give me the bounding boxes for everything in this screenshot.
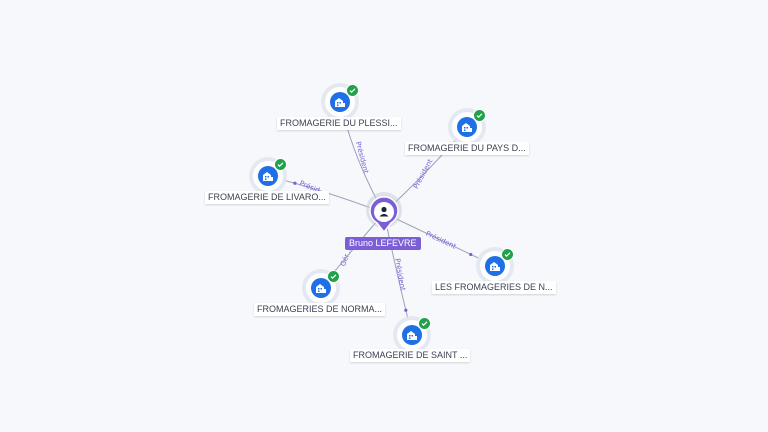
building-icon [258, 166, 278, 186]
edge-arrow-nles [469, 252, 473, 257]
company-node-livarot[interactable] [253, 158, 287, 191]
company-label-norma[interactable]: FROMAGERIES DE NORMA... [254, 303, 386, 316]
company-node-plessis[interactable] [325, 84, 359, 117]
company-label-pays[interactable]: FROMAGERIE DU PAYS D... [405, 142, 529, 155]
verified-check-icon [418, 317, 431, 330]
building-icon [485, 256, 505, 276]
edge-arrow-saint [404, 308, 408, 312]
edge-arrow-livarot [293, 181, 297, 185]
building-icon [311, 278, 331, 298]
edge-label-nles: Président [424, 230, 457, 251]
edge-label-pays: Président [412, 158, 435, 191]
company-node-pays[interactable] [452, 109, 486, 142]
company-label-saint[interactable]: FROMAGERIE DE SAINT ... [350, 349, 471, 362]
verified-check-icon [274, 158, 287, 171]
verified-check-icon [473, 109, 486, 122]
person-node[interactable] [368, 196, 400, 234]
verified-check-icon [346, 84, 359, 97]
edge-label-norma: Gér... [339, 247, 353, 267]
company-node-norma[interactable] [306, 270, 340, 303]
company-label-livarot[interactable]: FROMAGERIE DE LIVARO... [205, 191, 329, 204]
person-icon [379, 206, 389, 217]
company-node-saint[interactable] [397, 317, 431, 350]
building-icon [402, 325, 422, 345]
edge-label-plessis: Président [354, 141, 370, 175]
verified-check-icon [327, 270, 340, 283]
building-icon [330, 92, 350, 112]
edge-label-saint: Président [393, 258, 407, 292]
verified-check-icon [501, 248, 514, 261]
company-node-nles[interactable] [480, 248, 514, 281]
company-label-plessis[interactable]: FROMAGERIE DU PLESSI... [277, 117, 401, 130]
company-label-nles[interactable]: LES FROMAGERIES DE N... [432, 281, 556, 294]
building-icon [457, 117, 477, 137]
person-name-label[interactable]: Bruno LEFEVRE [345, 237, 421, 250]
